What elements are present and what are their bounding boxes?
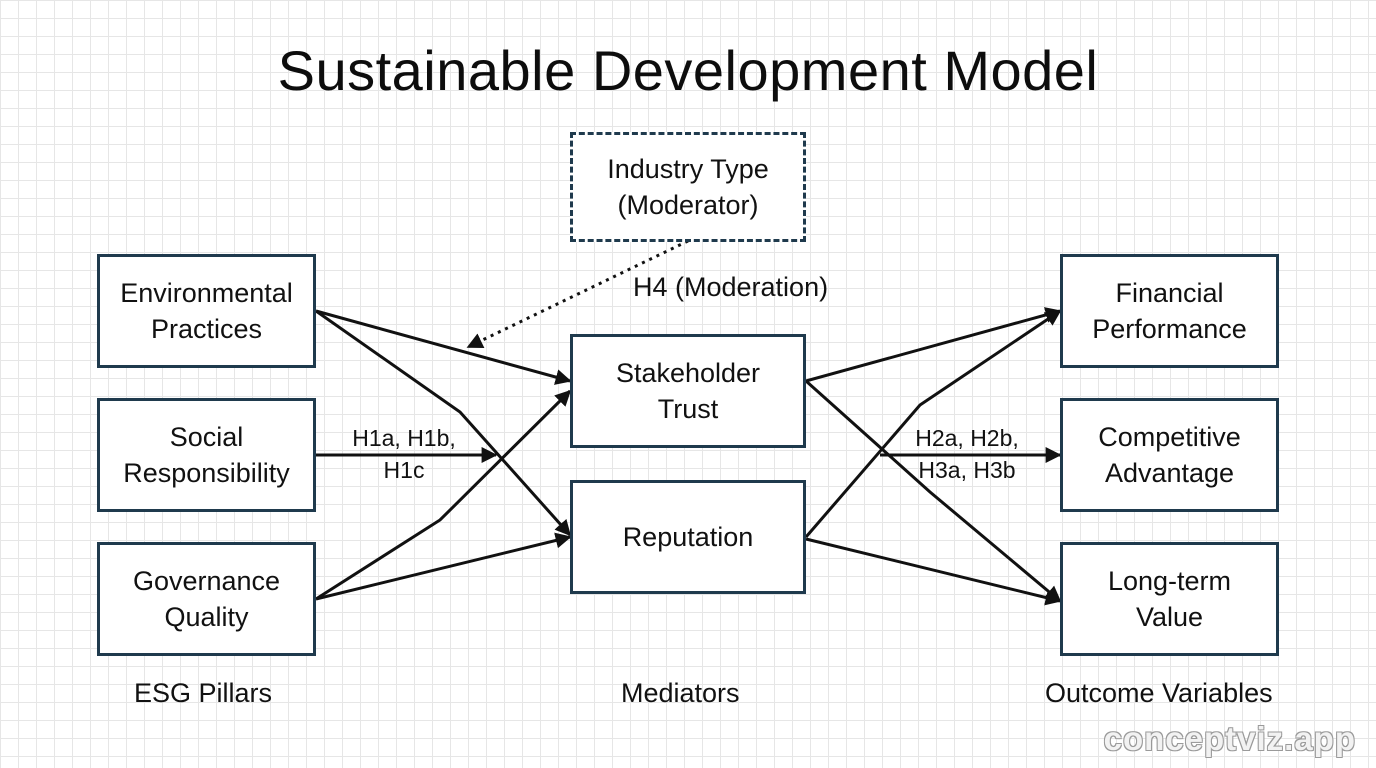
environmental-practices-box: Environmental Practices xyxy=(97,254,316,368)
governance-quality-box: Governance Quality xyxy=(97,542,316,656)
arrow-trust-to-longterm xyxy=(804,379,1062,603)
financial-performance-box: Financial Performance xyxy=(1060,254,1279,368)
competitive-advantage-label: Competitive Advantage xyxy=(1098,422,1241,488)
social-responsibility-box: Social Responsibility xyxy=(97,398,316,512)
stakeholder-trust-label: Stakeholder Trust xyxy=(615,358,761,424)
hypothesis-h1-label: H1a, H1b, H1c xyxy=(352,425,456,483)
financial-performance-label: Financial Performance xyxy=(1092,278,1247,344)
moderator-industry-type-label: Industry Type (Moderator) xyxy=(607,154,769,220)
reputation-box: Reputation xyxy=(570,480,806,594)
arrow-trust-to-financial xyxy=(805,307,1062,383)
moderator-industry-type-box: Industry Type (Moderator) xyxy=(570,132,806,242)
hypothesis-h4-label: H4 (Moderation) xyxy=(633,272,829,302)
environmental-practices-label: Environmental Practices xyxy=(120,278,293,344)
arrow-reputation-to-financial xyxy=(804,309,1062,538)
arrow-reputation-to-longterm xyxy=(805,537,1062,606)
governance-quality-label: Governance Quality xyxy=(132,566,281,632)
column-label-outcome-variables: Outcome Variables xyxy=(1045,678,1273,708)
column-label-esg-pillars: ESG Pillars xyxy=(134,678,273,708)
reputation-label: Reputation xyxy=(622,522,754,552)
column-label-mediators: Mediators xyxy=(621,678,740,708)
long-term-value-box: Long-term Value xyxy=(1060,542,1279,656)
arrow-environmental-to-reputation xyxy=(315,309,572,537)
long-term-value-label: Long-term Value xyxy=(1107,566,1232,632)
competitive-advantage-box: Competitive Advantage xyxy=(1060,398,1279,512)
social-responsibility-label: Social Responsibility xyxy=(123,422,290,488)
diagram-title: Sustainable Development Model xyxy=(277,39,1099,102)
arrow-moderation xyxy=(466,239,689,349)
arrow-governance-to-reputation xyxy=(315,532,572,601)
arrow-environmental-to-trust xyxy=(315,309,572,385)
stakeholder-trust-box: Stakeholder Trust xyxy=(570,334,806,448)
hypothesis-h2-h3-label: H2a, H2b, H3a, H3b xyxy=(915,425,1019,483)
arrow-governance-to-trust xyxy=(315,389,572,601)
watermark-text: conceptviz.app xyxy=(1103,720,1356,757)
